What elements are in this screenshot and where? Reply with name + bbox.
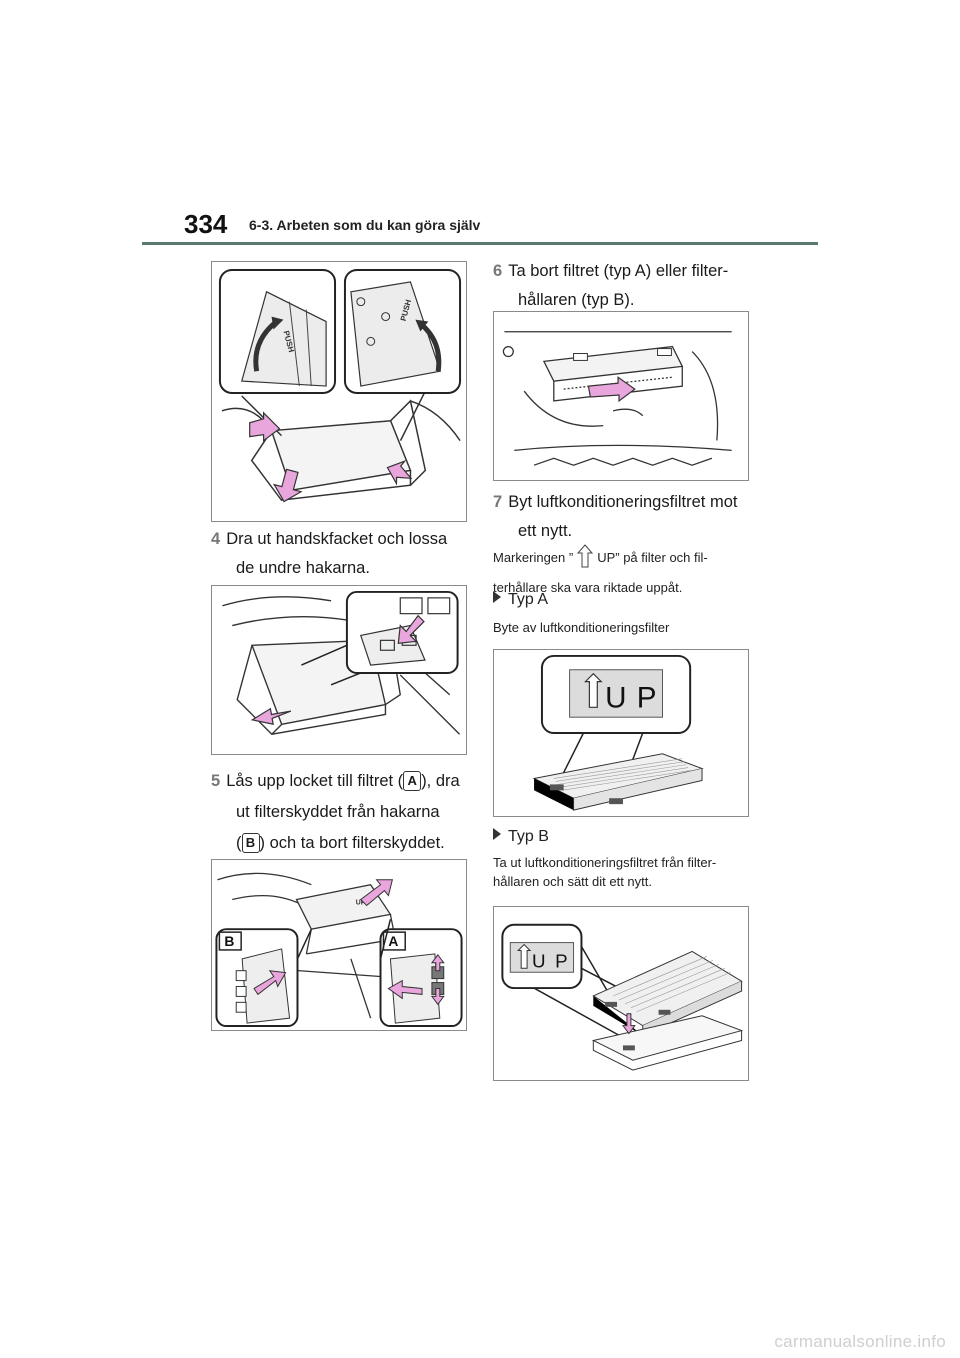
type-b-heading-text: Typ B (508, 828, 549, 845)
step-5: 5 Lås upp locket till filtret (A), dra ut… (211, 766, 460, 859)
step-4-line-1: Dra ut handskfacket och lossa (226, 530, 448, 548)
step-5-line-2: ut filterskyddet från hakarna (236, 803, 440, 821)
type-b-line-1: Ta ut luftkonditioneringsfiltret från fi… (493, 855, 717, 870)
type-a-text: Byte av luftkonditioneringsfilter (493, 620, 670, 635)
type-b-heading: Typ B (493, 828, 549, 846)
badge-a: A (403, 771, 422, 791)
left-callout: PUSH (218, 268, 337, 394)
step-7-number: 7 (493, 493, 503, 511)
callout-a: A (379, 928, 463, 1028)
label-b: B (224, 933, 234, 949)
figure-glovebox-push: PUSH PUSH (211, 261, 467, 522)
right-callout: PUSH (343, 268, 462, 394)
watermark: carmanualsonline.info (774, 1332, 946, 1351)
figure-glovebox-push-illustration: PUSH PUSH (218, 268, 462, 503)
figure-filter-cover-illustration: UP B A (215, 872, 463, 1028)
figure-filter-cover: UP B A (211, 859, 467, 1031)
step-6-number: 6 (493, 262, 503, 280)
step-5-line-1-post: ), dra (421, 772, 460, 790)
header-rule (142, 242, 818, 245)
step-5-line-3-pre: ( (236, 834, 242, 852)
badge-b: B (241, 833, 260, 853)
marking-note-line-2: terhållare ska vara riktade uppåt. (493, 580, 683, 595)
figure-glovebox-hooks-illustration (222, 590, 461, 735)
marking-note-post: UP” på filter och fil- (597, 550, 708, 565)
triangle-bullet-icon (493, 591, 501, 603)
step-4-line-2: de undre hakarna. (236, 559, 370, 577)
figure-remove-filter-illustration (502, 331, 732, 466)
figure-glovebox-hooks (211, 585, 467, 755)
section-title: 6-3. Arbeten som du kan göra själv (249, 217, 481, 233)
marking-note: Markeringen ” UP” på filter och fil- terh… (493, 544, 708, 599)
step-6: 6 Ta bort filtret (typ A) eller filter- h… (493, 257, 728, 315)
type-b-text: Ta ut luftkonditioneringsfiltret från fi… (493, 853, 716, 891)
marking-note-pre: Markeringen ” (493, 550, 574, 565)
figure-type-a-filter: UP (493, 649, 749, 817)
up-arrow-icon (577, 544, 594, 575)
up-mark-small: UP (356, 899, 366, 906)
step-7-line-2: ett nytt. (518, 522, 573, 540)
step-4-number: 4 (211, 530, 221, 548)
type-b-line-2: hållaren och sätt dit ett nytt. (493, 874, 652, 889)
figure-type-b-filter-illustration: UP (501, 923, 744, 1071)
type-a-heading-text: Typ A (508, 591, 549, 608)
step-5-number: 5 (211, 772, 221, 790)
step-7-line-1: Byt luftkonditioneringsfiltret mot (508, 493, 738, 511)
label-a: A (388, 933, 398, 949)
page-number: 334 (184, 209, 228, 239)
figure-type-b-filter: UP (493, 906, 749, 1081)
step-7: 7 Byt luftkonditioneringsfiltret mot ett … (493, 488, 737, 546)
type-a-heading: Typ A (493, 591, 548, 609)
callout-b: B (215, 928, 299, 1028)
step-4: 4 Dra ut handskfacket och lossa de undre … (211, 525, 447, 583)
step-6-line-2: hållaren (typ B). (518, 291, 635, 309)
step-6-line-1: Ta bort filtret (typ A) eller filter- (508, 262, 729, 280)
figure-type-a-filter-illustration: UP (532, 654, 704, 811)
step-5-line-3-post: ) och ta bort filterskyddet. (259, 834, 445, 852)
step-5-line-1-pre: Lås upp locket till filtret ( (226, 772, 404, 790)
figure-remove-filter (493, 311, 749, 481)
triangle-bullet-icon (493, 828, 501, 840)
